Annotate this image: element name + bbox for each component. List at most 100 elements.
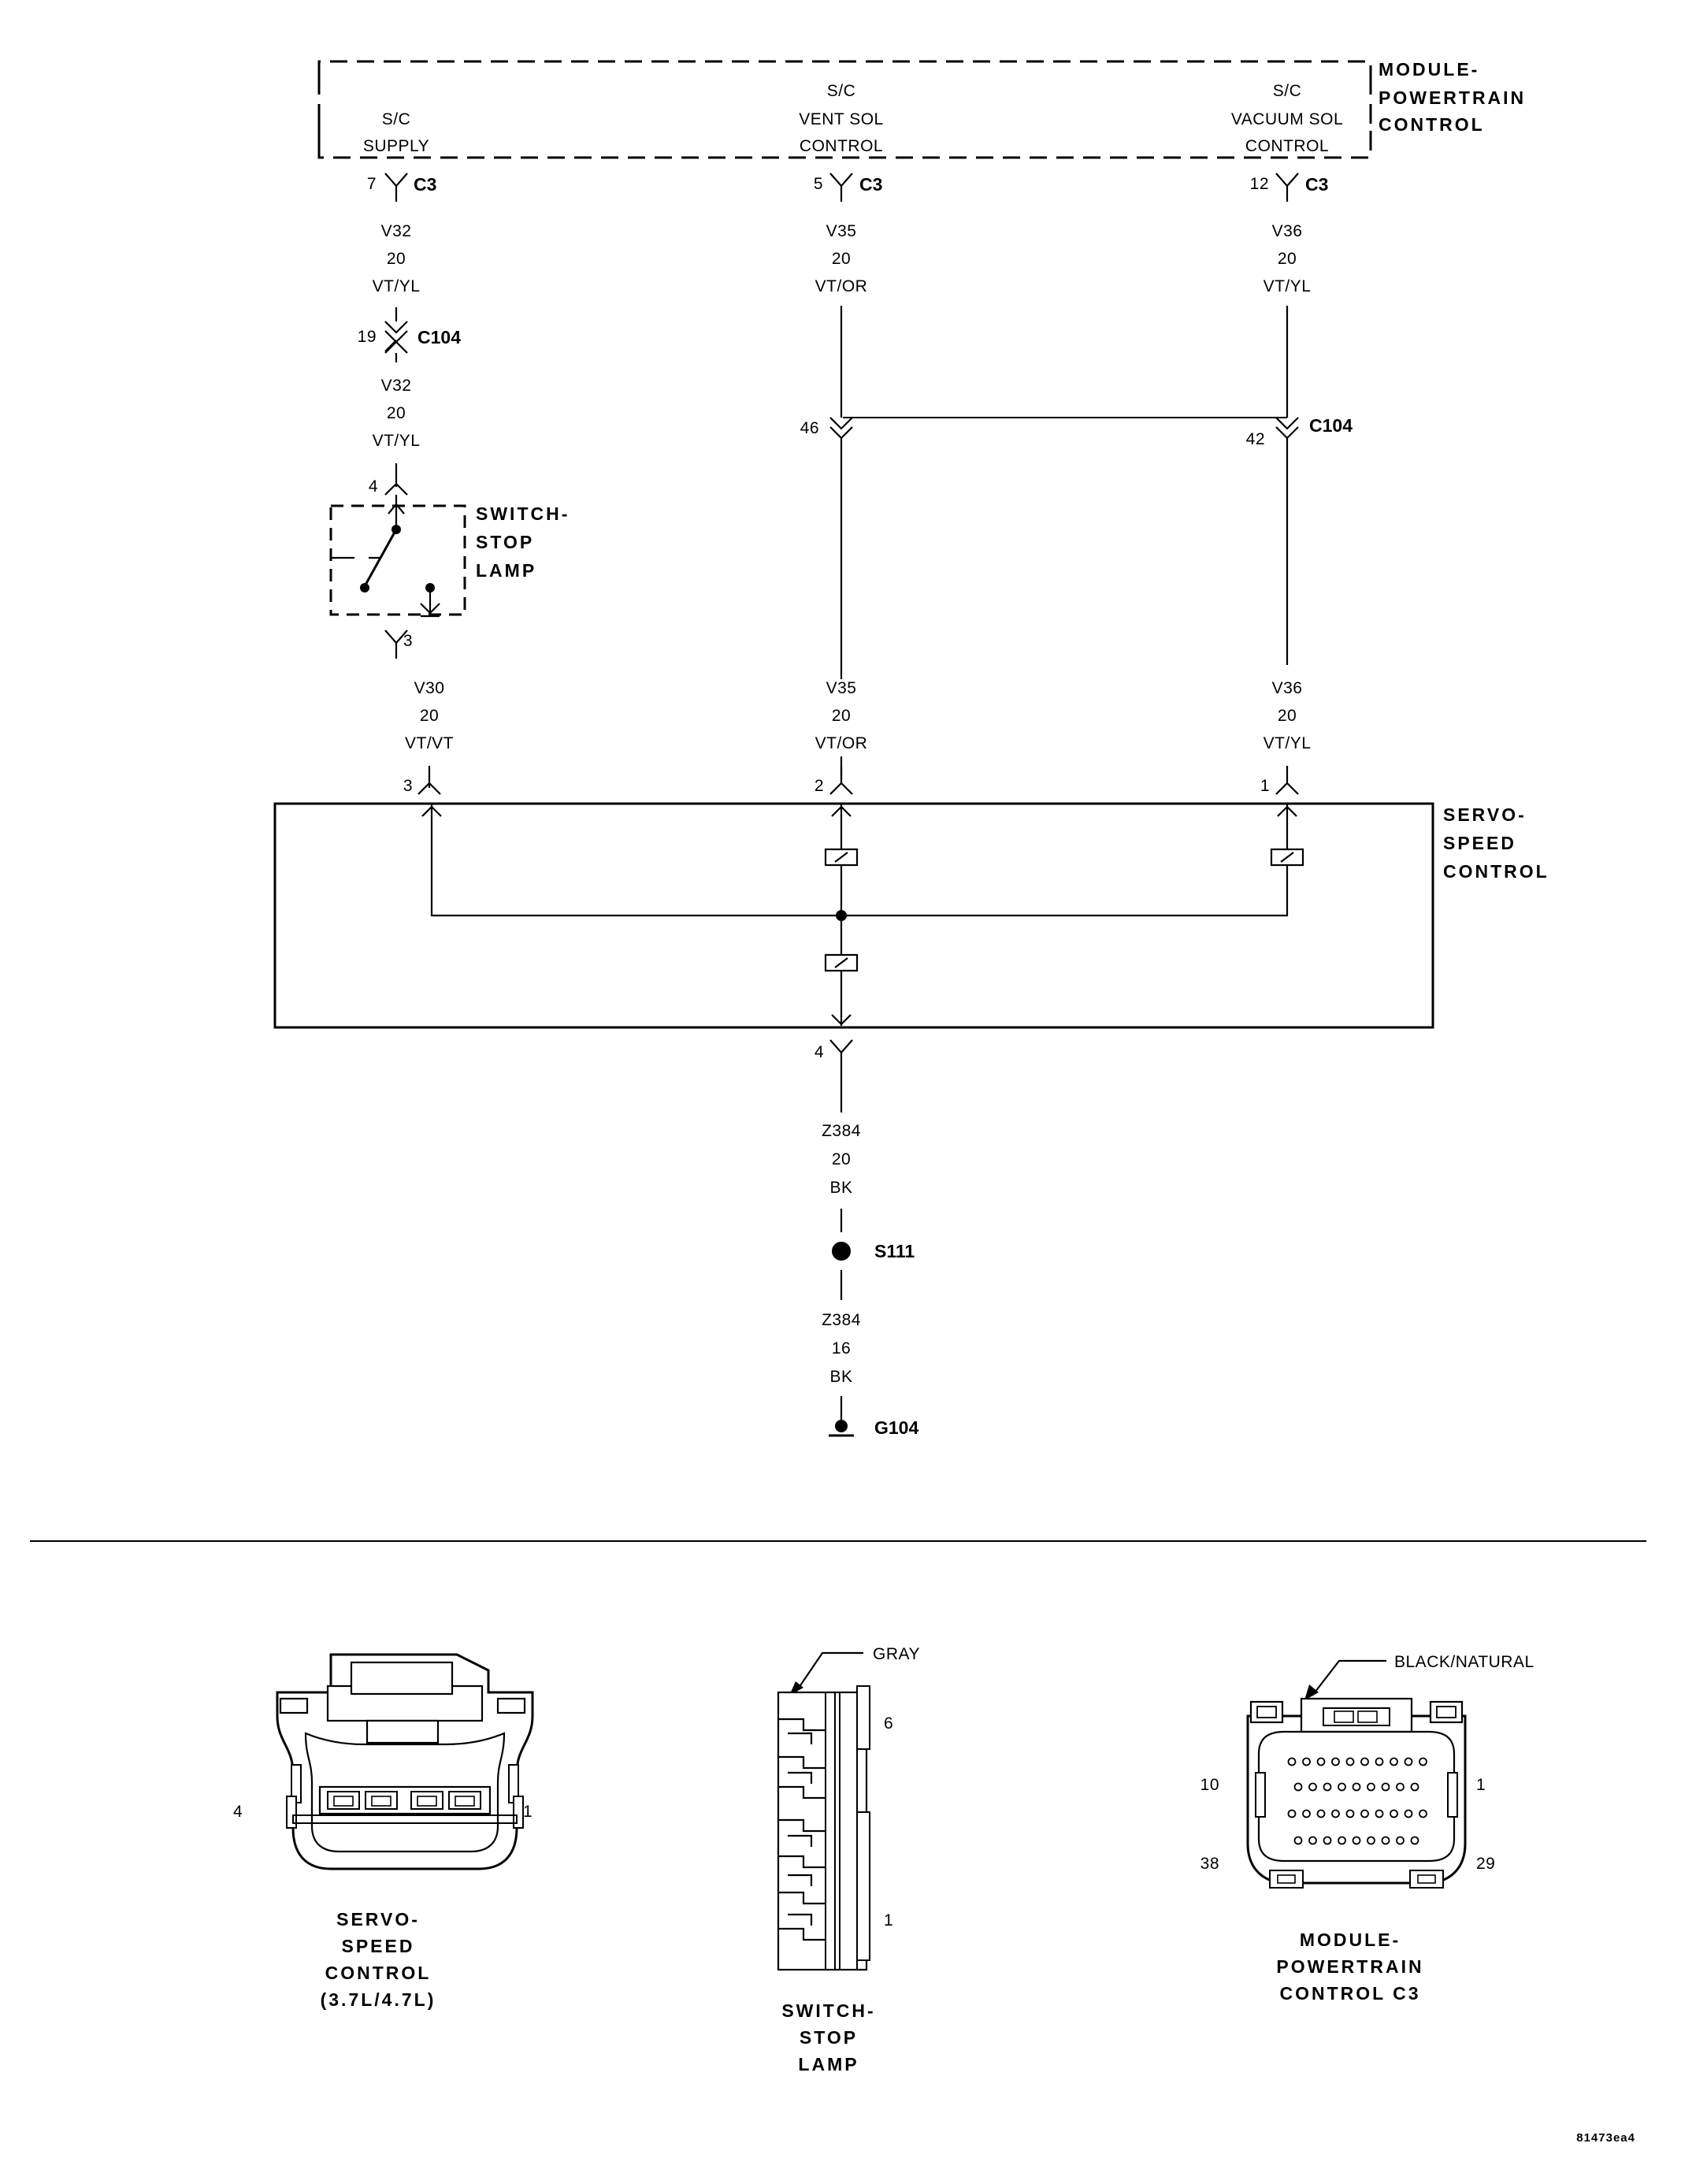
pin-4: 4: [369, 477, 378, 496]
pin-7: 7: [367, 175, 377, 193]
wire-label: 20: [387, 250, 406, 268]
pcm-c3-view-pin-1: 1: [1476, 1776, 1486, 1794]
wire-label: V35: [826, 222, 857, 240]
wire-label: V32: [381, 377, 412, 395]
servo-view-pin-4: 4: [233, 1803, 243, 1821]
connector-male-icon: [384, 630, 408, 659]
pin-name-vent-2: VENT SOL: [799, 110, 883, 128]
pin-hole: [1287, 1757, 1297, 1766]
switch-view-pin-1: 1: [884, 1911, 893, 1930]
stop-lamp-switch: SWITCH- STOP LAMP: [329, 495, 567, 618]
servo-view-label-2: SPEED: [342, 1936, 415, 1956]
pin-hole: [1293, 1782, 1303, 1792]
c3-label-right: C3: [1305, 174, 1328, 195]
switch-label-3: LAMP: [476, 560, 536, 581]
center-circuit: V35 20 VT/OR 46 V35 20 VT/OR V35 20 VT/O…: [800, 222, 879, 795]
pin-5: 5: [814, 175, 823, 193]
pcm-pin-names: S/C SUPPLY S/C VENT SOL CONTROL S/C VACU…: [363, 82, 1343, 155]
switch-connector-view: GRAY 6 1 SWITCH- STOP LAMP: [777, 1645, 920, 2074]
splice-label: S111: [874, 1241, 915, 1261]
connector-female-icon: [829, 766, 853, 795]
wire-label: 20: [832, 250, 851, 268]
servo-speed-control: SERVO- SPEED CONTROL: [273, 802, 1549, 1029]
connector-male-icon: [829, 1039, 853, 1112]
servo-pin-1: 1: [1260, 777, 1270, 795]
pcm-c3-pins: 7 C3 5 C3 12 C3: [367, 173, 1328, 202]
pin-hole: [1367, 1836, 1375, 1845]
connector-male-icon: [1275, 173, 1299, 202]
wire-label: VT/OR: [815, 734, 868, 752]
pcm-c3-view-label-3: CONTROL C3: [1279, 1983, 1420, 2004]
c3-label-left: C3: [414, 174, 436, 195]
c104-label-right: C104: [1309, 415, 1353, 436]
wire-label: VT/VT: [405, 734, 454, 752]
pin-hole: [1410, 1782, 1419, 1792]
pin-name-vent-1: S/C: [827, 82, 856, 100]
wire-label: 16: [832, 1339, 851, 1358]
servo-view-pin-1: 1: [523, 1803, 533, 1821]
pin-hole: [1352, 1836, 1361, 1845]
wire-label: Z384: [822, 1311, 861, 1329]
pin-hole: [1375, 1809, 1384, 1818]
pin-hole: [1404, 1809, 1413, 1818]
right-circuit: V36 20 VT/YL 42 C104 V36 20 VT/YL 1: [1246, 222, 1353, 795]
servo-label-3: CONTROL: [1443, 861, 1549, 882]
pin-hole: [1360, 1757, 1369, 1766]
pcm-label-1: MODULE-: [1379, 59, 1479, 80]
ground-icon: [835, 1420, 848, 1432]
pin-hole: [1331, 1757, 1340, 1766]
pin-hole: [1367, 1782, 1375, 1792]
pin-hole: [1316, 1757, 1326, 1766]
switch-view-label-1: SWITCH-: [781, 2000, 875, 2021]
wire-label: V32: [381, 222, 412, 240]
splice-dot: [832, 1242, 851, 1261]
pcm-label-3: CONTROL: [1379, 114, 1485, 135]
pcm-c3-pin-holes: [1287, 1757, 1427, 1845]
pin-hole: [1396, 1782, 1405, 1792]
pin-hole: [1381, 1836, 1390, 1845]
pcm-label-2: POWERTRAIN: [1379, 87, 1526, 108]
servo-view-label-3: CONTROL: [325, 1963, 432, 1983]
wire-label: 20: [832, 1150, 851, 1168]
pcm-c3-connector-view: BLACK/NATURAL 10 1 38 29 MODULE- POWERTR…: [1200, 1653, 1534, 2004]
pin-hole: [1338, 1782, 1346, 1792]
pin-hole: [1287, 1809, 1297, 1818]
pin-hole: [1410, 1836, 1419, 1845]
wire-label: VT/YL: [373, 432, 421, 450]
servo-label-1: SERVO-: [1443, 804, 1527, 825]
wire-label: Z384: [822, 1122, 861, 1140]
connector-female-icon: [1275, 766, 1299, 795]
wire-label: V36: [1272, 679, 1303, 697]
wire-label: VT/YL: [1264, 734, 1312, 752]
pcm-c3-view-color: BLACK/NATURAL: [1394, 1653, 1534, 1671]
connector-female-icon: [417, 766, 441, 795]
pin-46: 46: [800, 419, 819, 437]
pin-hole: [1404, 1757, 1413, 1766]
switch-view-color: GRAY: [873, 1645, 920, 1663]
connector-female-icon: [384, 463, 408, 496]
pin-19: 19: [358, 328, 377, 346]
pin-hole: [1396, 1836, 1405, 1845]
pin-hole: [1331, 1809, 1340, 1818]
servo-pin-3: 3: [403, 777, 413, 795]
figure-id: 81473ea4: [1576, 2131, 1635, 2145]
servo-pin-4: 4: [815, 1043, 824, 1061]
connector-male-icon: [384, 173, 408, 202]
pin-hole: [1345, 1757, 1355, 1766]
ground-label: G104: [874, 1417, 918, 1438]
wire-label: VT/YL: [1264, 277, 1312, 295]
pin-12: 12: [1250, 175, 1269, 193]
inline-connector-icon: [1275, 417, 1299, 440]
c3-label-center: C3: [859, 174, 882, 195]
pin-hole: [1302, 1809, 1311, 1818]
pin-3: 3: [403, 632, 413, 650]
wire-label: VT/OR: [815, 277, 868, 295]
pin-hole: [1345, 1809, 1355, 1818]
pin-name-supply-1: S/C: [382, 110, 411, 128]
wire-label: 20: [832, 707, 851, 725]
pin-hole: [1419, 1809, 1427, 1818]
pin-name-vacuum-1: S/C: [1273, 82, 1302, 100]
pin-42: 42: [1246, 430, 1265, 448]
pin-hole: [1308, 1836, 1317, 1845]
